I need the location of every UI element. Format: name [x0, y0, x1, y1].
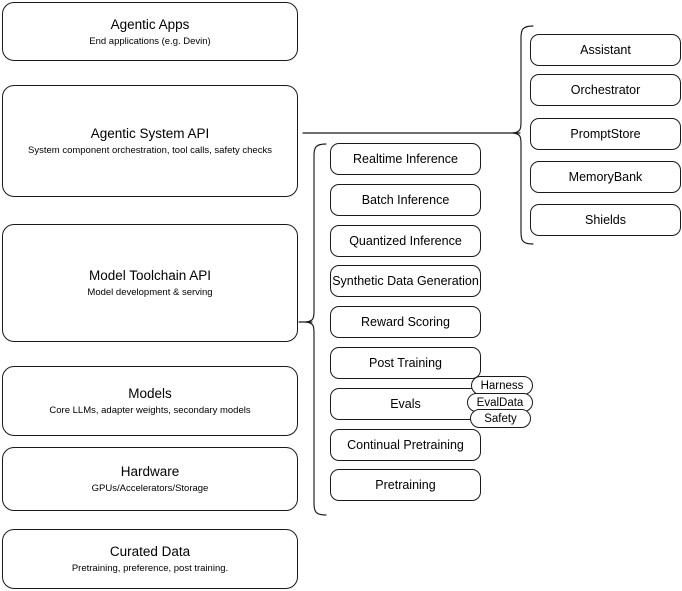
layer-title: Models [128, 386, 172, 401]
component-label: Orchestrator [570, 82, 641, 97]
tag-label: Safety [484, 412, 517, 425]
component-batch-inference[interactable]: Batch Inference [330, 184, 481, 216]
component-quantized-inference[interactable]: Quantized Inference [330, 225, 481, 257]
component-label: Shields [585, 212, 626, 227]
layer-hardware[interactable]: Hardware GPUs/Accelerators/Storage [2, 447, 298, 511]
component-assistant[interactable]: Assistant [530, 34, 681, 66]
layer-title: Agentic Apps [110, 16, 190, 32]
component-post-training[interactable]: Post Training [330, 347, 481, 379]
layer-subtitle: GPUs/Accelerators/Storage [91, 483, 209, 494]
component-label: Reward Scoring [361, 314, 450, 329]
middle-brace [305, 143, 327, 516]
component-memorybank[interactable]: MemoryBank [530, 161, 681, 193]
component-label: Quantized Inference [349, 233, 462, 248]
layer-model-toolchain-api[interactable]: Model Toolchain API Model development & … [2, 224, 298, 342]
component-reward-scoring[interactable]: Reward Scoring [330, 306, 481, 338]
layer-title: Agentic System API [90, 126, 210, 141]
component-label: Assistant [580, 42, 631, 57]
component-synthetic-data-generation[interactable]: Synthetic Data Generation [330, 265, 481, 297]
tag-label: EvalData [476, 396, 524, 409]
component-realtime-inference[interactable]: Realtime Inference [330, 143, 481, 175]
component-label: Synthetic Data Generation [332, 273, 479, 288]
tag-safety[interactable]: Safety [470, 409, 531, 428]
layer-subtitle: System component orchestration, tool cal… [28, 145, 272, 156]
layer-agentic-apps[interactable]: Agentic Apps End applications (e.g. Devi… [2, 2, 298, 61]
layer-title: Model Toolchain API [88, 268, 212, 283]
component-shields[interactable]: Shields [530, 204, 681, 236]
component-label: PromptStore [570, 126, 641, 141]
layer-agentic-system-api[interactable]: Agentic System API System component orch… [2, 85, 298, 197]
layer-models[interactable]: Models Core LLMs, adapter weights, secon… [2, 366, 298, 436]
component-label: MemoryBank [568, 169, 643, 184]
layer-subtitle: Pretraining, preference, post training. [71, 563, 229, 574]
component-label: Batch Inference [361, 192, 450, 207]
tag-label: Harness [480, 379, 524, 392]
component-label: Post Training [369, 355, 442, 370]
layer-subtitle: End applications (e.g. Devin) [89, 35, 211, 47]
component-label: Continual Pretraining [347, 437, 464, 452]
component-promptstore[interactable]: PromptStore [530, 118, 681, 150]
layer-title: Hardware [120, 464, 180, 479]
layer-subtitle: Core LLMs, adapter weights, secondary mo… [49, 405, 251, 416]
layer-subtitle: Model development & serving [87, 287, 213, 298]
component-continual-pretraining[interactable]: Continual Pretraining [330, 429, 481, 461]
component-label: Realtime Inference [353, 151, 458, 166]
component-evals[interactable]: Evals [330, 388, 481, 420]
component-label: Pretraining [375, 477, 436, 492]
component-pretraining[interactable]: Pretraining [330, 469, 481, 501]
component-orchestrator[interactable]: Orchestrator [530, 74, 681, 106]
component-label: Evals [390, 396, 421, 411]
layer-curated-data[interactable]: Curated Data Pretraining, preference, po… [2, 529, 298, 589]
layer-title: Curated Data [109, 544, 191, 559]
